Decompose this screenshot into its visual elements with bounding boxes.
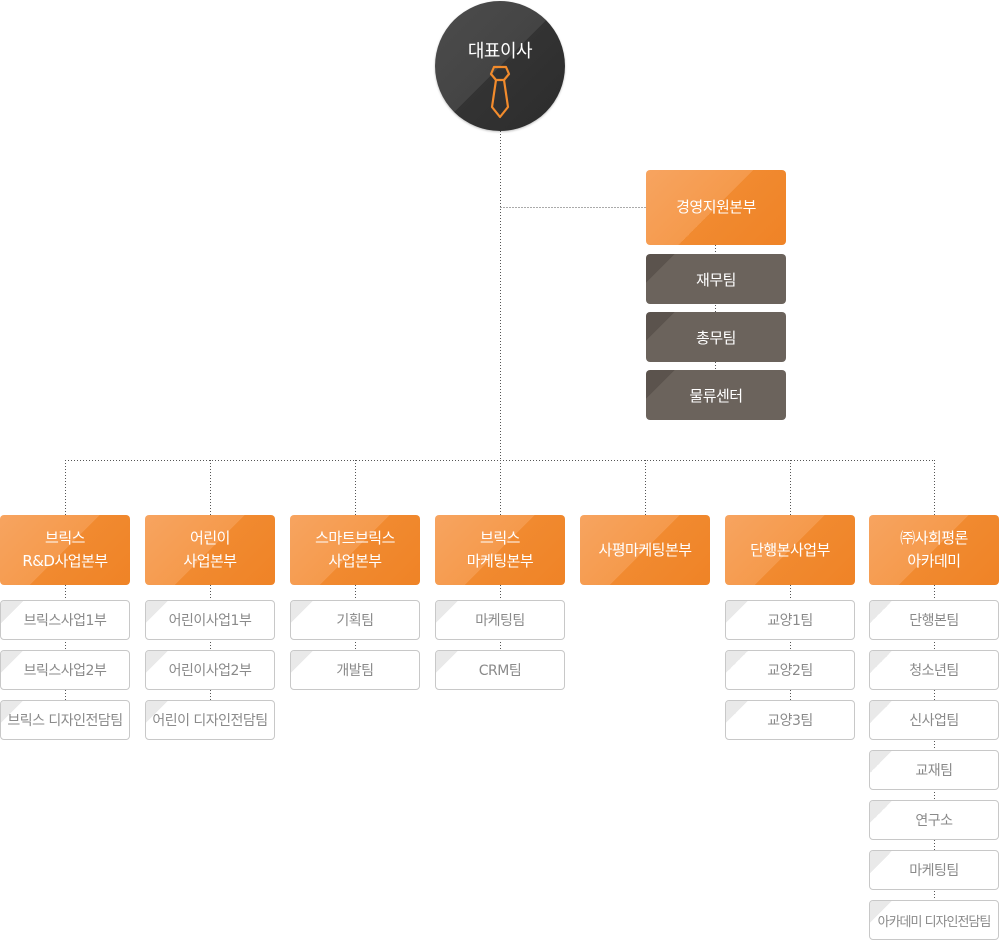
team-label: 브릭스 디자인전담팀 [7,713,123,729]
division-label-line1: ㈜사회평론 [900,529,968,547]
team-label: 교양3팀 [767,713,813,729]
team-box: 어린이사업2부 [145,650,275,690]
team-label: 마케팅팀 [475,613,525,629]
team-label: 어린이사업1부 [168,613,252,629]
support-team-general-affairs: 총무팀 [646,312,786,362]
team-box: 교양3팀 [725,700,855,740]
team-box: 청소년팀 [869,650,999,690]
division-label-line1: 브릭스 [45,529,85,547]
necktie-icon [489,65,511,119]
support-team-label: 물류센터 [689,386,743,405]
support-team-finance: 재무팀 [646,254,786,304]
team-box: 브릭스사업1부 [0,600,130,640]
team-label: 개발팀 [336,663,374,679]
division-label-line2: R&D사업본부 [22,552,108,570]
team-label: 교양1팀 [767,613,813,629]
team-box: 개발팀 [290,650,420,690]
division-label-line1: 스마트브릭스 [315,529,395,547]
division-label-line1: 브릭스 [480,529,520,547]
team-box: 기획팀 [290,600,420,640]
division-head: 브릭스 R&D사업본부 [0,515,130,585]
team-label: 신사업팀 [909,713,959,729]
team-label: 청소년팀 [909,663,959,679]
division-label-line2: 사업본부 [328,552,382,570]
support-division-label: 경영지원본부 [676,198,756,216]
team-label: 교양2팀 [767,663,813,679]
support-team-label: 총무팀 [696,328,736,347]
team-box: 어린이 디자인전담팀 [145,700,275,740]
team-label: 단행본팀 [909,613,959,629]
team-box: 브릭스 디자인전담팀 [0,700,130,740]
team-box: 마케팅팀 [435,600,565,640]
team-label: 연구소 [915,813,953,829]
team-box: 신사업팀 [869,700,999,740]
team-label: 어린이사업2부 [168,663,252,679]
team-label: 기획팀 [336,613,374,629]
division-label-line2: 아카데미 [907,552,961,570]
ceo-title: 대표이사 [467,41,533,62]
team-box: 교양2팀 [725,650,855,690]
division-head: 사평마케팅본부 [580,515,710,585]
team-box: CRM팀 [435,650,565,690]
division-label-line2: 사업본부 [183,552,237,570]
division-label-line1: 사평마케팅본부 [598,540,692,559]
team-box: 교재팀 [869,750,999,790]
team-label: CRM팀 [478,663,522,679]
team-label: 마케팅팀 [909,863,959,879]
team-box: 연구소 [869,800,999,840]
team-box: 교양1팀 [725,600,855,640]
team-label: 교재팀 [915,763,953,779]
division-label-line1: 단행본사업부 [750,540,830,559]
division-head: 단행본사업부 [725,515,855,585]
team-box: 어린이사업1부 [145,600,275,640]
division-label-line2: 마케팅본부 [466,552,534,570]
support-division-head: 경영지원본부 [646,170,786,245]
team-label: 브릭스사업1부 [23,613,107,629]
support-team-logistics: 물류센터 [646,370,786,420]
division-label-line1: 어린이 [190,529,230,547]
team-label: 어린이 디자인전담팀 [152,713,268,729]
ceo-node: 대표이사 [435,1,565,131]
team-box: 단행본팀 [869,600,999,640]
team-label: 브릭스사업2부 [23,663,107,679]
support-team-label: 재무팀 [696,270,736,289]
team-box: 브릭스사업2부 [0,650,130,690]
team-label: 아카데미 디자인전담팀 [877,914,992,930]
team-box: 마케팅팀 [869,850,999,890]
team-box: 아카데미 디자인전담팀 [869,900,999,940]
